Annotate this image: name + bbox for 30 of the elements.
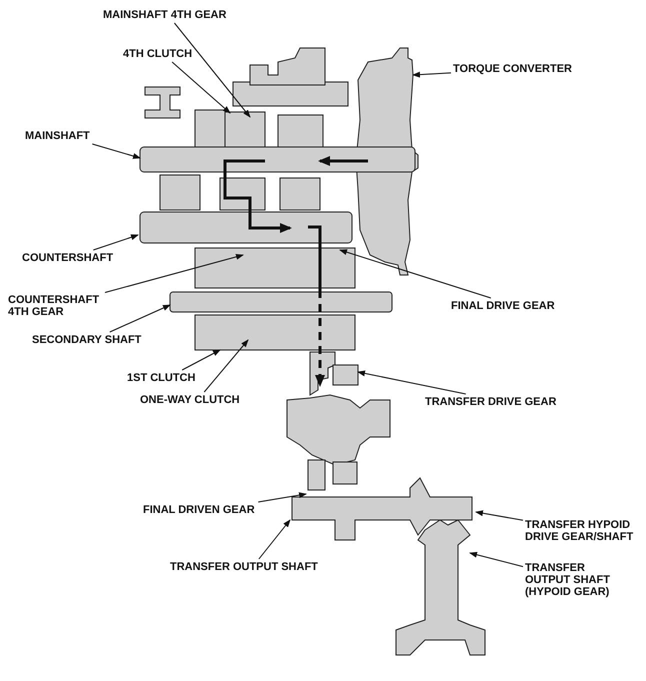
part-label: TRANSFER OUTPUT SHAFT (HYPOID GEAR) <box>525 562 625 598</box>
leader-line <box>258 492 307 502</box>
part-label: MAINSHAFT <box>25 130 105 142</box>
leader-line <box>412 72 452 78</box>
part-label: TORQUE CONVERTER <box>453 63 593 75</box>
part-label: COUNTERSHAFT <box>22 252 117 264</box>
leader-line <box>104 254 244 294</box>
part-label: FINAL DRIVEN GEAR <box>143 504 278 516</box>
leader-line <box>92 234 139 250</box>
part-label: 4TH CLUTCH <box>123 48 203 60</box>
part-label: TRANSFER OUTPUT SHAFT <box>170 561 335 573</box>
leader-line <box>258 519 291 560</box>
leader-line <box>92 144 141 159</box>
leader-line <box>174 22 251 118</box>
leader-line <box>182 350 221 370</box>
leader-line <box>172 62 231 114</box>
leader-line <box>109 304 171 332</box>
leader-line <box>357 370 466 394</box>
part-label: TRANSFER DRIVE GEAR <box>425 396 585 408</box>
part-label: 1ST CLUTCH <box>127 372 207 384</box>
part-label: TRANSFER HYPOID DRIVE GEAR/SHAFT <box>525 519 643 543</box>
part-label: MAINSHAFT 4TH GEAR <box>103 9 233 21</box>
leader-line <box>475 510 524 521</box>
leader-line <box>339 249 492 298</box>
leader-line <box>469 552 524 568</box>
part-label: FINAL DRIVE GEAR <box>451 300 581 312</box>
part-label: SECONDARY SHAFT <box>32 334 152 346</box>
leader-line <box>204 339 249 392</box>
part-label: ONE-WAY CLUTCH <box>140 394 255 406</box>
part-label: COUNTERSHAFT 4TH GEAR <box>8 294 103 318</box>
